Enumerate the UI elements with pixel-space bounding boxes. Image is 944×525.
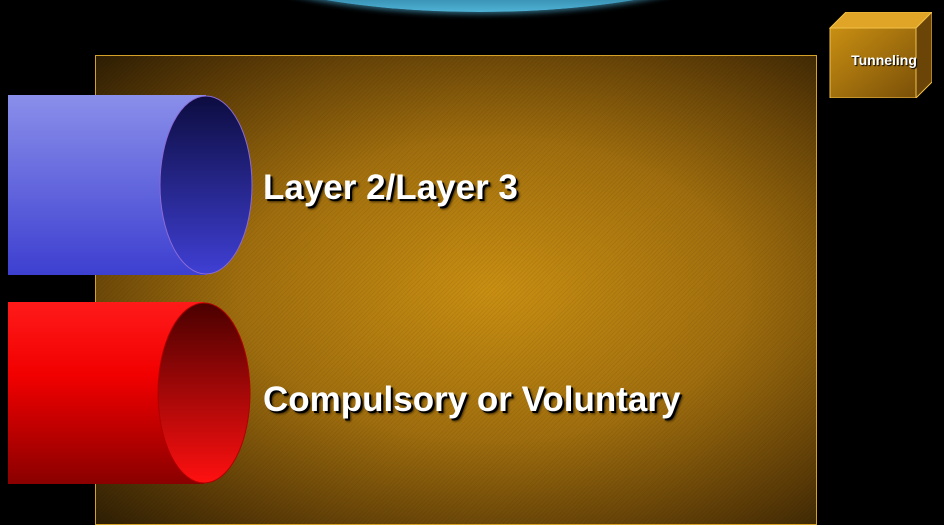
tab-label[interactable]: Tunneling bbox=[851, 52, 917, 68]
header-arc-decoration bbox=[200, 0, 760, 12]
bullet-text-layer: Layer 2/Layer 3 bbox=[263, 168, 518, 207]
red-tube-icon bbox=[8, 302, 251, 484]
tab-cube[interactable] bbox=[828, 12, 932, 98]
cube-icon bbox=[828, 12, 932, 98]
bullet-text-mode: Compulsory or Voluntary bbox=[263, 380, 681, 419]
blue-tube-icon bbox=[8, 95, 253, 275]
